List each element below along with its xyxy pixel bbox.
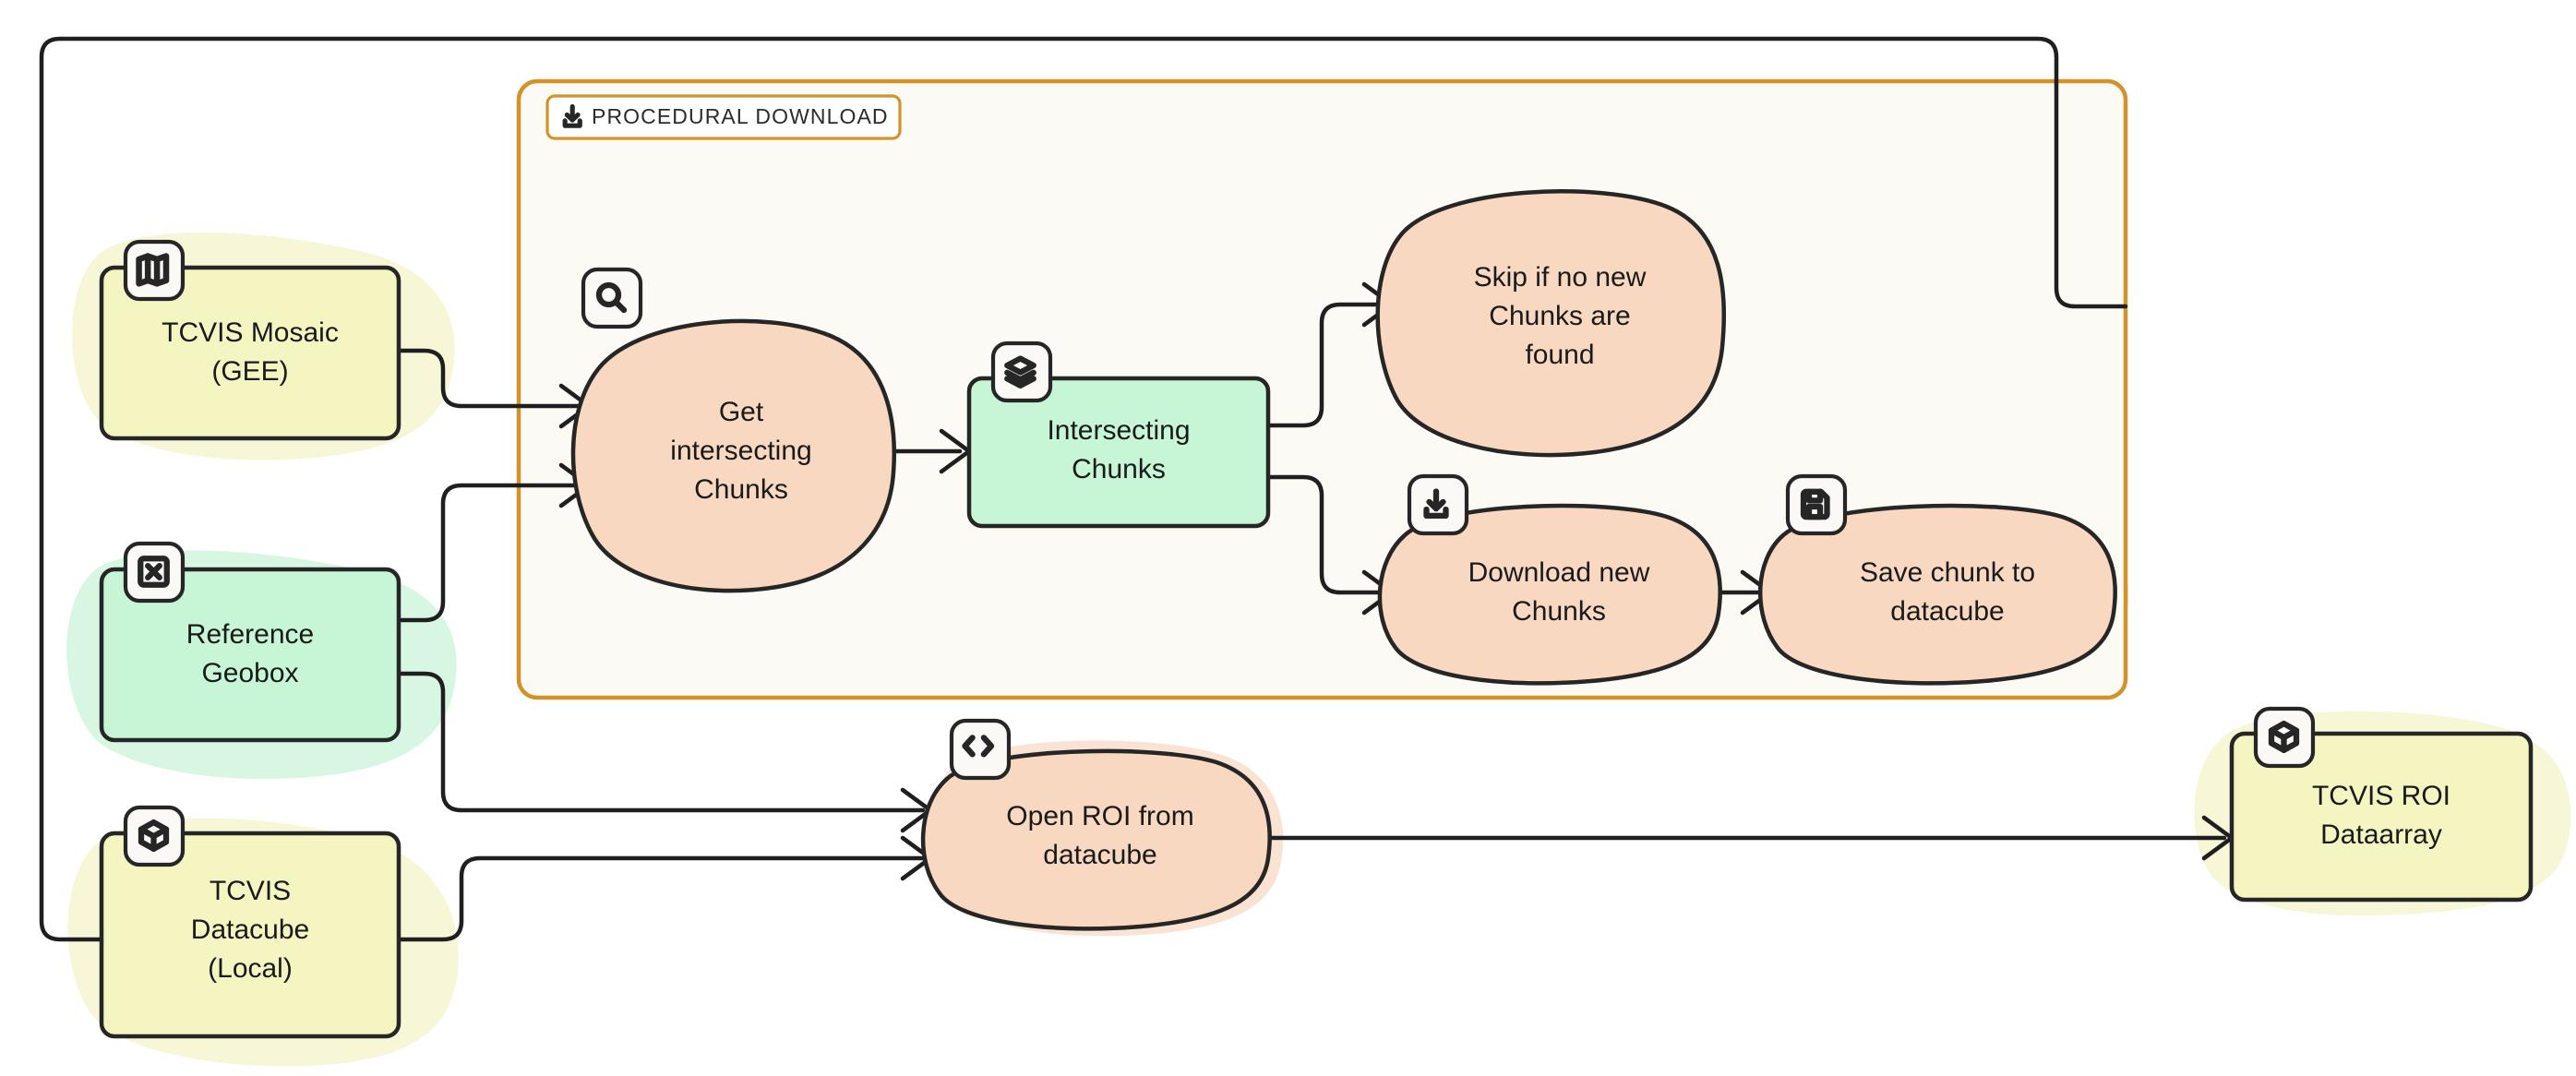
node-label-line-0: TCVIS ROI	[2312, 781, 2450, 811]
node-badge	[123, 541, 186, 604]
node-intersecting-chunks[interactable]: Intersecting Chunks	[966, 341, 1271, 529]
node-badge	[1407, 473, 1469, 536]
edge-geobox-to-openroi	[396, 671, 926, 813]
node-badge	[1785, 473, 1848, 536]
cube-icon	[2268, 720, 2300, 754]
node-label-line-0: Get	[719, 397, 764, 427]
node-label-line-0: TCVIS	[210, 876, 291, 906]
node-body	[99, 567, 401, 743]
container-tag-box	[545, 94, 902, 140]
badge-box	[581, 267, 643, 329]
node-badge	[581, 267, 643, 329]
node-body	[920, 748, 1272, 931]
node-label-line-0: Download new	[1468, 557, 1650, 588]
node-label-line-1: (GEE)	[211, 356, 288, 387]
box-x-icon	[138, 556, 170, 588]
edges-layer	[39, 36, 2235, 962]
node-badge	[990, 341, 1053, 403]
node-label-line-1: Chunks	[1512, 596, 1606, 627]
node-label-line-0: Save chunk to	[1860, 557, 2035, 588]
node-body	[966, 376, 1271, 529]
node-label-line-1: Geobox	[201, 658, 298, 688]
node-label-line-0: Open ROI from	[1006, 801, 1193, 831]
edge-mosaic-to-get	[396, 348, 584, 409]
node-label-line-2: (Local)	[208, 953, 293, 984]
node-body	[570, 318, 896, 593]
node-label-line-1: datacube	[1043, 840, 1156, 870]
node-body	[1375, 189, 1727, 458]
download-icon	[1423, 488, 1449, 520]
node-tcvis-roi-dataarray[interactable]: TCVIS ROI Dataarray	[2229, 706, 2534, 903]
edge-save-to-datacube	[39, 36, 2128, 942]
download-icon	[562, 103, 582, 128]
node-badge	[949, 718, 1012, 781]
node-label-line-1: Datacube	[191, 915, 309, 945]
node-label-line-0: Intersecting	[1047, 415, 1190, 446]
node-badge	[2253, 706, 2316, 769]
node-get-intersecting-chunks[interactable]: Get intersecting Chunks	[570, 267, 896, 593]
node-tcvis-datacube-local[interactable]: TCVIS Datacube (Local)	[99, 805, 401, 1039]
cube-icon	[138, 819, 170, 853]
edge-intersecting-to-skip	[1265, 302, 1387, 428]
search-icon	[595, 281, 628, 314]
node-body	[1757, 503, 2117, 686]
node-open-roi-from-datacube[interactable]: Open ROI from datacube	[920, 718, 1272, 931]
edge-geobox-to-get	[396, 483, 584, 623]
node-label-line-1: intersecting	[670, 436, 811, 466]
node-body	[2229, 731, 2534, 903]
node-save-chunk-to-datacube[interactable]: Save chunk to datacube	[1757, 473, 2117, 686]
node-tcvis-mosaic-gee[interactable]: TCVIS Mosaic (GEE)	[99, 239, 401, 441]
node-badge	[123, 239, 186, 302]
save-icon	[1800, 488, 1830, 520]
node-label-line-1: datacube	[1890, 596, 2004, 627]
node-skip-if-no-new-chunks[interactable]: Skip if no new Chunks are found	[1375, 189, 1727, 458]
container-label: PROCEDURAL DOWNLOAD	[592, 104, 889, 128]
node-label-line-2: Chunks	[694, 474, 788, 505]
node-download-new-chunks[interactable]: Download new Chunks	[1377, 473, 1722, 686]
node-reference-geobox[interactable]: Reference Geobox	[99, 541, 401, 743]
map-icon	[136, 253, 170, 287]
layers-icon	[1004, 355, 1036, 389]
node-badge	[123, 805, 186, 867]
code-icon	[962, 735, 995, 758]
node-body	[99, 265, 401, 441]
node-label-line-2: found	[1525, 340, 1594, 370]
node-label-line-1: Chunks are	[1489, 301, 1630, 331]
edge-intersecting-to-download	[1265, 474, 1387, 595]
node-label-line-0: TCVIS Mosaic	[162, 317, 339, 348]
node-body	[1377, 503, 1722, 686]
node-label-line-1: Dataarray	[2320, 819, 2442, 850]
node-label-line-0: Reference	[186, 619, 314, 650]
node-label-line-1: Chunks	[1072, 454, 1166, 484]
node-body	[99, 831, 401, 1039]
edge-datacube-to-openroi	[396, 855, 926, 942]
node-label-line-0: Skip if no new	[1474, 262, 1647, 293]
badge-box	[949, 718, 1012, 781]
